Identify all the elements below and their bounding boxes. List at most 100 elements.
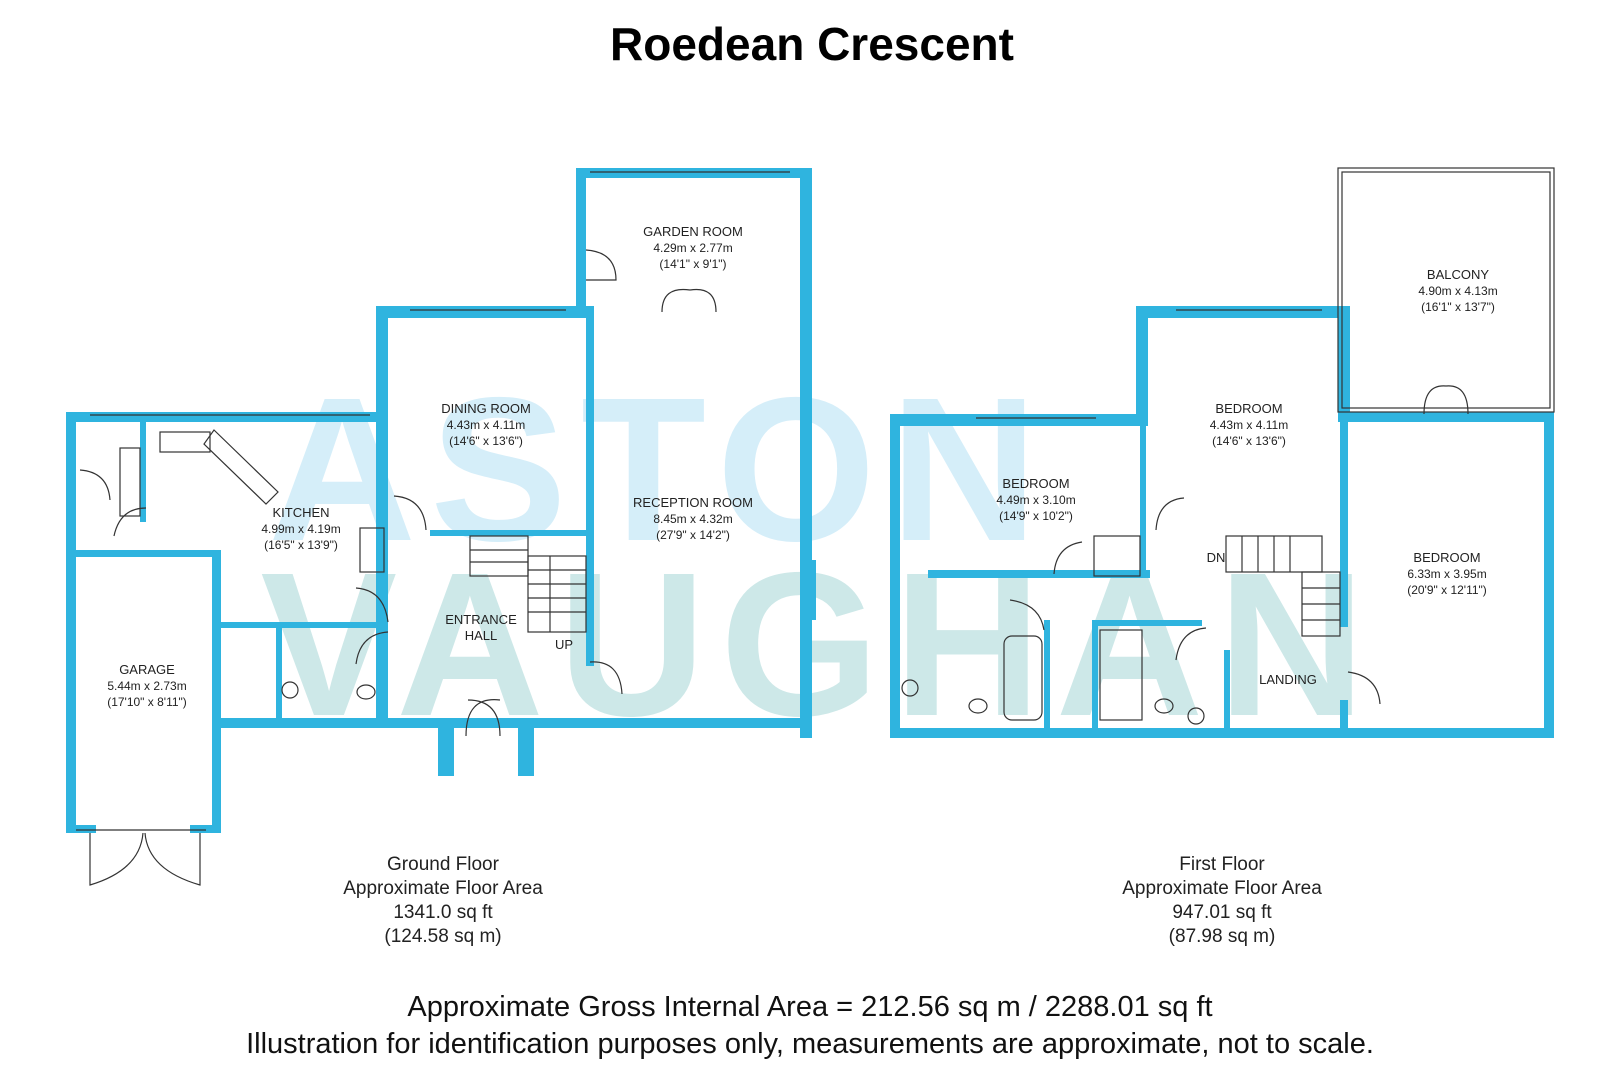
room-dims-imperial: (17'10" x 8'11") bbox=[107, 695, 187, 709]
wall bbox=[1340, 700, 1348, 730]
wall bbox=[1544, 412, 1554, 738]
kitchen-door bbox=[355, 587, 389, 623]
stairs-down-label: DN bbox=[1207, 550, 1226, 565]
wall bbox=[76, 550, 221, 557]
floor-area-label: Approximate Floor Area bbox=[1122, 878, 1322, 899]
room-label-bedroom-right: BEDROOM 6.33m x 3.95m (20'9" x 12'11") bbox=[1407, 550, 1487, 597]
garage-door-swing bbox=[89, 832, 201, 886]
room-dims-metric: 4.99m x 4.19m bbox=[261, 522, 340, 536]
ground-floor-labels: GARDEN ROOM 4.29m x 2.77m (14'1" x 9'1")… bbox=[107, 224, 753, 709]
bedroom-door bbox=[1053, 541, 1083, 575]
wall bbox=[586, 306, 594, 666]
wall bbox=[212, 550, 221, 830]
floor-area-sqm: (87.98 sq m) bbox=[1169, 926, 1276, 947]
dining-door bbox=[393, 495, 427, 531]
floor-name: First Floor bbox=[1179, 854, 1265, 875]
wall bbox=[518, 728, 534, 776]
watermark-line-1: ASTON bbox=[268, 355, 1052, 584]
wall bbox=[890, 728, 1554, 738]
bath-icon bbox=[1003, 635, 1043, 721]
room-dims-metric: 6.33m x 3.95m bbox=[1407, 567, 1486, 581]
floor-area-sqm: (124.58 sq m) bbox=[384, 926, 501, 947]
front-door-swing bbox=[465, 699, 501, 737]
room-name: BALCONY bbox=[1427, 267, 1489, 282]
toilet-icon bbox=[356, 684, 376, 700]
room-name: GARAGE bbox=[119, 662, 175, 677]
room-name: BEDROOM bbox=[1413, 550, 1480, 565]
floor-area-sqft: 947.01 sq ft bbox=[1172, 902, 1272, 923]
wall bbox=[66, 412, 388, 422]
side-door bbox=[79, 469, 111, 501]
room-label-reception-room: RECEPTION ROOM 8.45m x 4.32m (27'9" x 14… bbox=[633, 495, 753, 542]
bedroom-door bbox=[1155, 497, 1185, 531]
room-name: DINING ROOM bbox=[441, 401, 531, 416]
wall bbox=[276, 622, 282, 722]
room-dims-imperial: (14'9" x 10'2") bbox=[999, 509, 1073, 523]
balcony-outline-inner bbox=[1341, 171, 1551, 409]
basin-icon bbox=[281, 681, 299, 699]
wall bbox=[1338, 306, 1350, 422]
garden-side-door bbox=[585, 249, 617, 281]
ground-floor-plan bbox=[66, 168, 816, 833]
room-label-entrance-hall: ENTRANCE HALL bbox=[445, 612, 517, 643]
wall bbox=[576, 168, 586, 313]
wall bbox=[576, 168, 812, 178]
room-name: BEDROOM bbox=[1215, 401, 1282, 416]
wall bbox=[376, 306, 388, 726]
wall bbox=[890, 414, 900, 738]
room-name: KITCHEN bbox=[272, 505, 329, 520]
balcony-outline bbox=[1337, 167, 1555, 413]
reception-door bbox=[589, 661, 623, 695]
room-label-landing: LANDING bbox=[1259, 672, 1317, 687]
room-label-balcony: BALCONY 4.90m x 4.13m (16'1" x 13'7") bbox=[1418, 267, 1497, 314]
garden-doors-swing bbox=[661, 288, 717, 313]
wall bbox=[1340, 412, 1554, 422]
appliance bbox=[119, 447, 141, 517]
floor-area-label: Approximate Floor Area bbox=[343, 878, 543, 899]
room-dims-metric: 8.45m x 4.32m bbox=[653, 512, 732, 526]
room-dims-metric: 4.43m x 4.11m bbox=[1210, 418, 1288, 432]
wall bbox=[212, 718, 812, 728]
first-floor-plan bbox=[890, 306, 1554, 738]
wall bbox=[438, 728, 454, 776]
hob-icon bbox=[359, 527, 385, 573]
wall bbox=[430, 530, 590, 536]
room-dims-imperial: (16'1" x 13'7") bbox=[1421, 300, 1495, 314]
basin-icon bbox=[1187, 707, 1205, 725]
page-title: Roedean Crescent bbox=[610, 18, 1014, 70]
wall bbox=[190, 825, 221, 833]
sink-icon bbox=[159, 431, 211, 453]
floor-name: Ground Floor bbox=[387, 854, 500, 875]
room-dims-metric: 4.29m x 2.77m bbox=[653, 241, 732, 255]
room-label-bedroom-middle: BEDROOM 4.43m x 4.11m (14'6" x 13'6") bbox=[1210, 401, 1288, 448]
toilet-icon bbox=[968, 698, 988, 714]
wall bbox=[66, 825, 96, 833]
footer: Approximate Gross Internal Area = 212.56… bbox=[246, 991, 1374, 1060]
room-name: ENTRANCE bbox=[445, 612, 517, 627]
room-name: BEDROOM bbox=[1002, 476, 1069, 491]
wall bbox=[1140, 426, 1146, 576]
gross-internal-area: Approximate Gross Internal Area = 212.56… bbox=[407, 991, 1212, 1023]
stairs-up-label: UP bbox=[555, 637, 573, 652]
bedroom-door bbox=[1347, 671, 1381, 705]
wall bbox=[1136, 306, 1148, 426]
wall bbox=[800, 168, 812, 738]
staircase bbox=[1225, 535, 1341, 637]
wall bbox=[1092, 620, 1202, 626]
room-dims-imperial: (20'9" x 12'11") bbox=[1407, 583, 1487, 597]
wall bbox=[140, 412, 146, 522]
cupboard bbox=[1093, 535, 1141, 577]
basin-icon bbox=[901, 679, 919, 697]
toilet-icon bbox=[1154, 698, 1174, 714]
shower-icon bbox=[1099, 629, 1143, 721]
room-dims-metric: 4.49m x 3.10m bbox=[996, 493, 1075, 507]
bathroom-door bbox=[1009, 599, 1045, 631]
wall bbox=[212, 622, 388, 628]
room-name: RECEPTION ROOM bbox=[633, 495, 753, 510]
room-label-kitchen: KITCHEN 4.99m x 4.19m (16'5" x 13'9") bbox=[261, 505, 340, 552]
room-label-dining-room: DINING ROOM 4.43m x 4.11m (14'6" x 13'6"… bbox=[441, 401, 531, 448]
first-floor-caption: First Floor Approximate Floor Area 947.0… bbox=[1122, 854, 1322, 947]
room-name: GARDEN ROOM bbox=[643, 224, 743, 239]
utility-door bbox=[113, 507, 147, 537]
